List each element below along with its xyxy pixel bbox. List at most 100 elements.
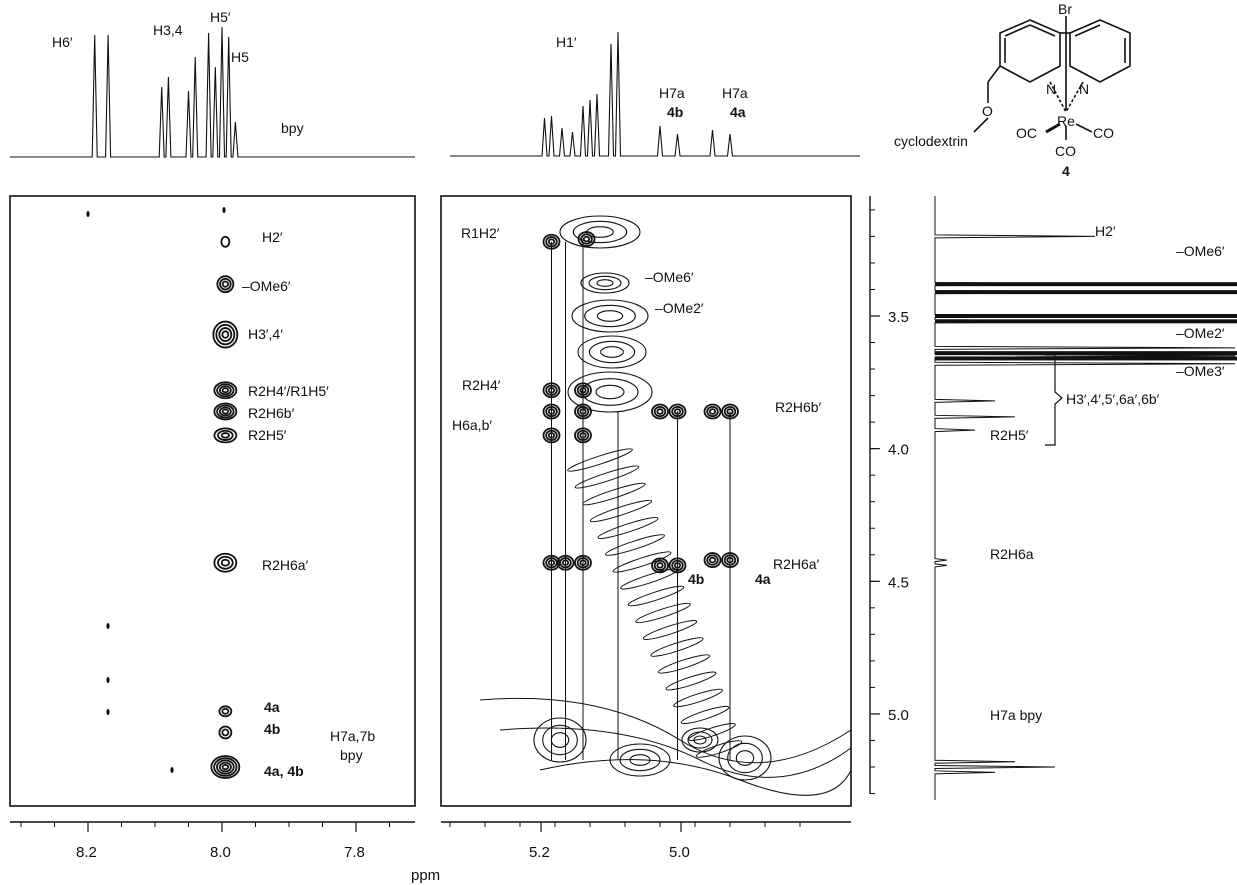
diagonal-streak-12 — [657, 654, 711, 674]
diagonal-streak-10 — [642, 620, 698, 640]
cross-peak-bm-13 — [556, 554, 575, 571]
tick-label-bm-0: 5.2 — [529, 844, 550, 861]
diagonal-streak-2 — [582, 482, 646, 506]
cross-peak-bm-7 — [574, 427, 592, 444]
bl-label-ome6p: –OMe6′ — [242, 278, 291, 294]
atom-re: Re — [1057, 113, 1075, 129]
diagonal-streak-13 — [665, 671, 717, 691]
r-label-h7abpy: H7a bpy — [990, 707, 1042, 723]
tick-label-bl-1: 8.0 — [210, 844, 231, 861]
bl-label-r2h6ap: R2H6a′ — [262, 557, 309, 573]
artifact-dot-2 — [106, 623, 110, 629]
diagonal-streak-0 — [567, 448, 633, 472]
artifact-dot-3 — [106, 677, 110, 683]
diagonal-streak-8 — [627, 585, 685, 607]
bl-label-4a: 4a — [264, 699, 280, 715]
methoxy-band-5 — [935, 356, 1237, 361]
diagonal-streak-4 — [597, 517, 659, 539]
cross-peak-bm-8 — [651, 403, 669, 420]
label-4a-top: 4a — [730, 104, 746, 120]
label-bpy: bpy — [281, 120, 304, 136]
diagonal-streak-6 — [612, 551, 672, 573]
methoxy-band-4 — [935, 351, 1237, 356]
broad-peak-bm-8 — [681, 727, 719, 753]
bm-label-4b: 4b — [688, 571, 704, 587]
cross-peak-bm-18 — [721, 552, 739, 568]
r-label-h2p: H2′ — [1095, 223, 1116, 239]
x-axis-label-ppm: ppm — [411, 867, 440, 884]
cross-peak-bl-0 — [220, 235, 231, 248]
tick-label-r-1: 4.0 — [888, 442, 909, 459]
tick-label-bm-1: 5.0 — [669, 844, 690, 861]
bm-label-r2h6ap: R2H6a′ — [773, 556, 820, 572]
cross-peak-bm-4 — [542, 403, 561, 420]
cross-peak-bm-2 — [542, 382, 561, 399]
bl-label-h2p: H2′ — [262, 229, 283, 245]
r-label-r2h5p: R2H5′ — [990, 427, 1029, 443]
right-methoxy-bands — [935, 282, 1237, 361]
label-h1p: H1′ — [556, 34, 577, 50]
atom-n-left: N — [1046, 81, 1056, 97]
broad-peak-bm-6 — [609, 743, 671, 777]
cross-peak-bl-4 — [213, 402, 238, 421]
bottom-left-frame — [9, 195, 416, 807]
cross-peak-bl-3 — [213, 381, 238, 400]
bm-label-ome6p: –OMe6′ — [645, 269, 694, 285]
cross-peak-bl-9 — [210, 755, 241, 779]
broad-peak-bm-4 — [567, 371, 653, 413]
cross-peak-bm-6 — [542, 427, 561, 444]
label-h34: H3,4 — [153, 22, 183, 38]
bl-label-r2h4p: R2H4′/R1H5′ — [248, 383, 329, 399]
diagonal-ridge-3 — [539, 759, 852, 796]
correlation-lines — [551, 241, 731, 760]
broad-peak-bm-2 — [571, 299, 649, 333]
atom-n-right: N — [1079, 81, 1089, 97]
broad-peak-bm-3 — [577, 335, 647, 369]
cross-peak-bl-1 — [216, 275, 235, 294]
top-left-spectrum: H6′ H3,4 H5′ H5 bpy — [10, 9, 415, 158]
broad-peak-bm-5 — [533, 717, 587, 763]
bm-label-h6ab: H6a,b′ — [452, 417, 492, 433]
artifact-dot-1 — [222, 207, 226, 213]
diagonal-streak-14 — [673, 688, 723, 708]
top-middle-trace — [450, 31, 860, 157]
cross-peak-bl-6 — [213, 552, 238, 573]
bl-label-4a4b: 4a, 4b — [264, 763, 304, 779]
diagonal-streak-9 — [635, 602, 691, 624]
diagonal-artifacts — [479, 448, 852, 796]
r-label-r2h6a: R2H6a — [990, 546, 1034, 562]
left-pyridine-ring — [999, 19, 1061, 83]
bm-label-r1h2p: R1H2′ — [461, 225, 500, 241]
tick-label-r-2: 4.5 — [888, 574, 909, 591]
tick-label-r-0: 3.5 — [888, 309, 909, 326]
right-trace — [934, 196, 1236, 800]
ligand-co-bottom: CO — [1055, 143, 1076, 159]
label-h7a-4b: H7a — [659, 85, 685, 101]
structure-compound-4 — [973, 16, 1131, 140]
broad-peak-bm-0 — [559, 215, 641, 249]
right-pyridine-ring — [1069, 19, 1131, 83]
bl-label-r2h6bp: R2H6b′ — [248, 405, 295, 421]
bl-label-h7a7b: H7a,7b — [330, 728, 375, 744]
top-middle-spectrum: H1′ H7a 4b H7a 4a — [450, 31, 860, 157]
bracket-h3-6 — [1045, 354, 1063, 446]
bottom-left-cross-peaks — [86, 207, 241, 779]
artifact-dot-0 — [86, 211, 90, 217]
top-left-trace — [10, 26, 415, 158]
label-h7a-4a: H7a — [722, 85, 748, 101]
methoxy-band-2 — [935, 314, 1237, 318]
cross-peak-bm-15 — [651, 557, 669, 574]
label-4b-top: 4b — [667, 104, 683, 120]
bottom-middle-cross-peaks — [533, 215, 772, 781]
artifact-dot-4 — [106, 709, 110, 715]
cross-peak-bm-11 — [721, 403, 739, 420]
diagonal-streak-15 — [680, 705, 730, 725]
bm-label-r2h6bp: R2H6b′ — [775, 399, 822, 415]
cross-peak-bm-10 — [703, 403, 722, 420]
cross-peak-bm-14 — [574, 554, 592, 571]
diagonal-streak-1 — [574, 465, 640, 489]
methoxy-band-0 — [935, 282, 1237, 287]
atom-o: O — [982, 103, 993, 119]
